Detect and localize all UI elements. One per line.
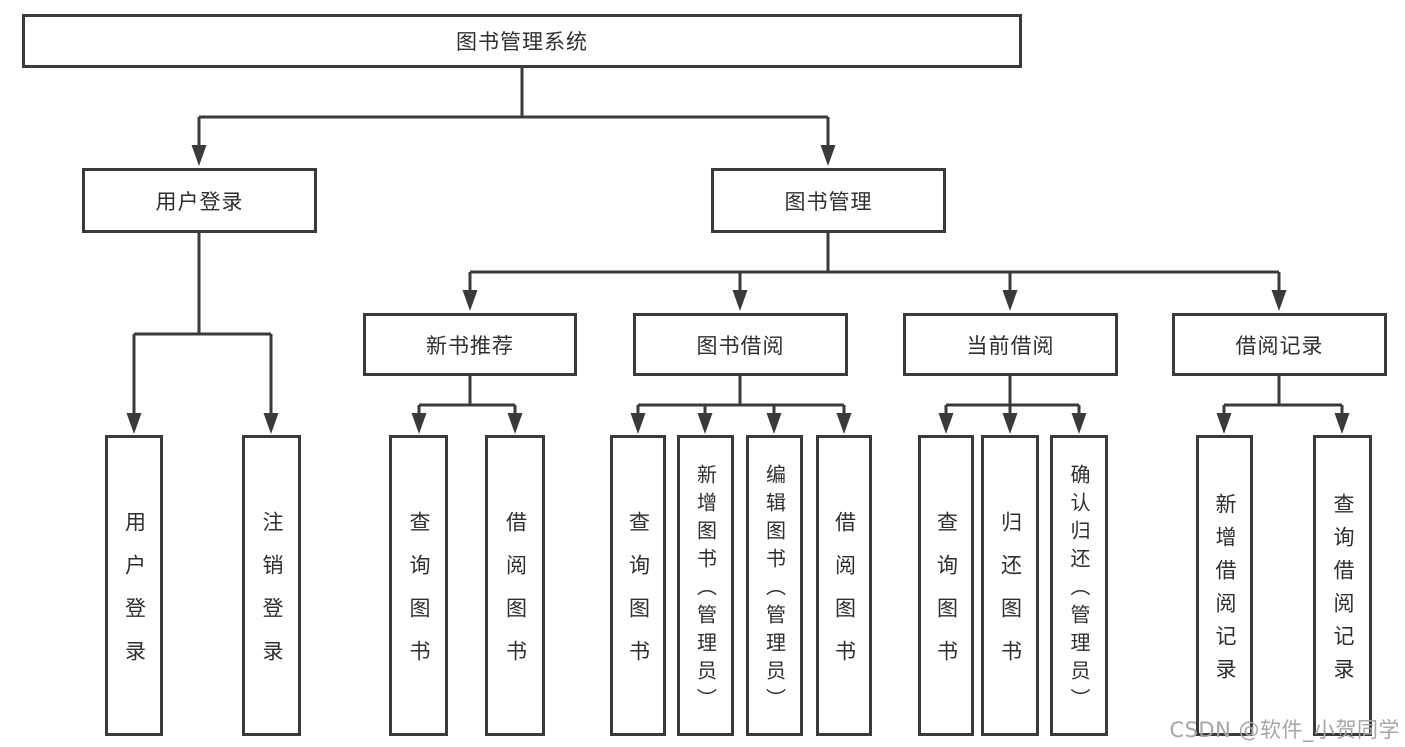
edge-userlogin-to-leaves xyxy=(132,233,273,416)
node-label: 用户登录 xyxy=(155,189,244,214)
arrow-icon xyxy=(126,413,142,434)
leaf-current-return-book: 归还图书 xyxy=(981,435,1039,736)
leaf-user-login: 用户登录 xyxy=(105,435,163,736)
node-label: 归还图书 xyxy=(998,510,1023,683)
arrow-icon xyxy=(820,145,836,166)
edge-bookborrow-to-leaves xyxy=(636,376,846,416)
arrow-icon xyxy=(1271,290,1287,311)
arrow-icon xyxy=(1002,413,1018,434)
arrow-icon xyxy=(1071,413,1087,434)
arrow-icon xyxy=(411,413,427,434)
node-borrowing-records: 借阅记录 xyxy=(1172,313,1387,376)
node-label: 查询图书 xyxy=(934,510,959,683)
leaf-recommend-borrow-book: 借阅图书 xyxy=(485,435,545,736)
node-root-system: 图书管理系统 xyxy=(22,14,1022,68)
edge-newbookrec-to-leaves xyxy=(417,376,517,416)
node-label: 当前借阅 xyxy=(966,333,1055,358)
leaf-recommend-query-book: 查询图书 xyxy=(389,435,448,736)
node-label: 借阅图书 xyxy=(832,510,857,683)
csdn-watermark: CSDN @软件_小贺同学 xyxy=(1169,718,1400,742)
node-label: 图书管理 xyxy=(784,189,873,214)
node-label: 借阅记录 xyxy=(1235,333,1324,358)
node-label: 用户登录 xyxy=(122,510,147,683)
arrow-icon xyxy=(1002,290,1018,311)
node-label: 查询图书 xyxy=(407,510,431,683)
node-label: 查询图书 xyxy=(626,510,651,683)
leaf-borrow-query-book: 查询图书 xyxy=(610,435,666,736)
node-user-login: 用户登录 xyxy=(82,168,317,233)
leaf-current-query-book: 查询图书 xyxy=(918,435,974,736)
leaf-records-add-record: 新增借阅记录 xyxy=(1196,435,1253,736)
leaf-current-confirm-return-admin: 确认归还（管理员） xyxy=(1050,435,1108,736)
arrow-icon xyxy=(1334,413,1350,434)
node-label: 借阅图书 xyxy=(503,510,528,683)
leaf-logout: 注销登录 xyxy=(242,435,301,736)
arrow-icon xyxy=(766,413,782,434)
node-current-borrowing: 当前借阅 xyxy=(903,313,1118,376)
arrow-icon xyxy=(263,413,279,434)
node-book-borrowing: 图书借阅 xyxy=(633,313,848,376)
leaf-borrow-borrow-book: 借阅图书 xyxy=(816,435,872,736)
node-book-management: 图书管理 xyxy=(711,168,946,233)
node-new-book-recommend: 新书推荐 xyxy=(363,313,577,376)
node-label: 图书借阅 xyxy=(696,333,785,358)
arrow-icon xyxy=(732,290,748,311)
arrow-icon xyxy=(1216,413,1232,434)
leaf-borrow-add-book-admin: 新增图书（管理员） xyxy=(677,435,734,736)
edge-root-to-level2 xyxy=(197,68,830,148)
arrow-icon xyxy=(462,290,478,311)
node-label: 注销登录 xyxy=(260,510,284,683)
edge-records-to-leaves xyxy=(1222,376,1344,416)
node-label: 查询借阅记录 xyxy=(1331,492,1355,691)
arrowheads xyxy=(126,145,1350,434)
arrow-icon xyxy=(697,413,713,434)
node-label: 确认归还（管理员） xyxy=(1067,463,1091,716)
leaf-records-query-record: 查询借阅记录 xyxy=(1313,435,1372,736)
node-label: 新书推荐 xyxy=(426,333,514,358)
edge-currentborrow-to-leaves xyxy=(944,376,1081,416)
arrow-icon xyxy=(191,145,207,166)
node-label: 新增图书（管理员） xyxy=(693,463,718,716)
node-label: 编辑图书（管理员） xyxy=(762,463,787,716)
arrow-icon xyxy=(630,413,646,434)
leaf-borrow-edit-book-admin: 编辑图书（管理员） xyxy=(746,435,803,736)
node-label: 图书管理系统 xyxy=(456,30,588,54)
edge-bookmgmt-to-level3 xyxy=(468,233,1281,293)
arrow-icon xyxy=(938,413,954,434)
node-label: 新增借阅记录 xyxy=(1213,492,1237,691)
arrow-icon xyxy=(507,413,523,434)
arrow-icon xyxy=(836,413,852,434)
